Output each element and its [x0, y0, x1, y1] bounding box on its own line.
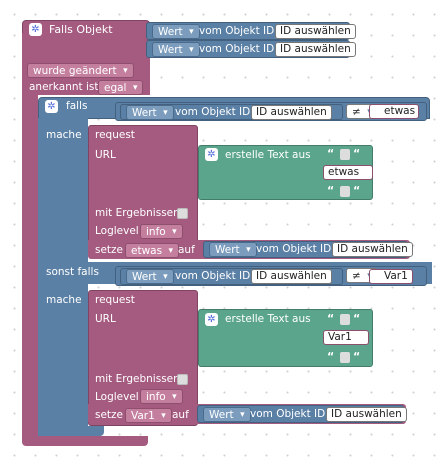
create-text-label: erstelle Text aus — [225, 313, 311, 325]
variable-etwas[interactable]: etwas — [323, 165, 373, 180]
quote-open-icon: “ — [327, 184, 335, 197]
text-input[interactable] — [340, 149, 350, 160]
request-title: request — [95, 294, 135, 306]
url-label: URL — [95, 313, 116, 325]
loglevel-label: Loglevel — [95, 225, 139, 237]
object-id-input[interactable]: Wert vom Objekt ID ID auswählen — [203, 241, 413, 258]
ack-label: anerkannt ist — [29, 81, 99, 93]
url-label: URL — [95, 149, 116, 161]
wert-dropdown[interactable]: Wert — [152, 42, 200, 57]
quote-open-icon: “ — [327, 350, 335, 363]
gear-icon[interactable]: ✲ — [29, 23, 42, 36]
condition-1[interactable]: Wert vom Objekt ID ID auswählen ≠ etwas — [115, 102, 427, 121]
quote-open-icon: “ — [327, 147, 335, 160]
setze-label: setze — [95, 244, 124, 256]
quote-close-icon: “ — [353, 312, 361, 325]
id-select-button[interactable]: ID auswählen — [251, 105, 332, 120]
variable-var1[interactable]: Var1 — [323, 330, 369, 345]
vom-objekt-label: vom Objekt ID — [175, 270, 251, 282]
text-input[interactable] — [340, 314, 350, 325]
variable-dropdown[interactable]: Var1 — [125, 408, 172, 423]
id-select-button[interactable]: ID auswählen — [251, 269, 332, 284]
ack-dropdown[interactable]: egal — [98, 80, 144, 95]
object-id-input[interactable]: Wert vom Objekt ID ID auswählen — [197, 405, 407, 423]
object-id-input[interactable]: Wert vom Objekt ID ID auswählen — [120, 104, 343, 120]
id-select-button[interactable]: ID auswählen — [326, 407, 407, 422]
object-id-input-1[interactable]: Wert vom Objekt ID ID auswählen — [146, 22, 356, 40]
id-select-button[interactable]: ID auswählen — [275, 24, 356, 39]
request-title: request — [95, 129, 135, 141]
wert-dropdown[interactable]: Wert — [126, 105, 174, 120]
object-id-input-2[interactable]: Wert vom Objekt ID ID auswählen — [146, 40, 356, 58]
gear-icon[interactable]: ✲ — [205, 148, 218, 161]
quote-close-icon: “ — [353, 184, 361, 197]
loglevel-label: Loglevel — [95, 391, 139, 403]
wert-dropdown[interactable]: Wert — [152, 24, 200, 39]
vom-objekt-label: vom Objekt ID — [175, 106, 251, 118]
wert-dropdown[interactable]: Wert — [209, 242, 257, 257]
wert-dropdown[interactable]: Wert — [203, 407, 251, 422]
variable-etwas[interactable]: etwas — [369, 104, 419, 119]
falls-label: falls — [66, 100, 88, 112]
text-input[interactable] — [340, 352, 350, 363]
quote-close-icon: “ — [353, 147, 361, 160]
quote-close-icon: “ — [353, 350, 361, 363]
mache-label: mache — [46, 294, 82, 306]
loglevel-dropdown[interactable]: info — [140, 224, 183, 239]
trigger-block-spine — [22, 95, 38, 440]
vom-objekt-label: vom Objekt ID — [250, 408, 326, 420]
auf-label: auf — [178, 244, 195, 256]
with-results-checkbox[interactable] — [177, 208, 188, 219]
with-results-label: mit Ergebnissen — [95, 373, 180, 385]
mache-label: mache — [46, 129, 82, 141]
trigger-title: Falls Objekt — [49, 23, 113, 36]
trigger-dropdown[interactable]: wurde geändert — [27, 63, 134, 78]
variable-var1[interactable]: Var1 — [369, 269, 413, 284]
trigger-block-footer — [22, 436, 148, 446]
object-id-input[interactable]: Wert vom Objekt ID ID auswählen — [120, 268, 343, 285]
loglevel-dropdown[interactable]: info — [140, 389, 183, 404]
id-select-button[interactable]: ID auswählen — [275, 42, 356, 57]
condition-2[interactable]: Wert vom Objekt ID ID auswählen ≠ Var1 — [115, 266, 427, 286]
wert-dropdown[interactable]: Wert — [126, 269, 174, 284]
text-input[interactable] — [340, 186, 350, 197]
sonst-falls-label: sonst falls — [46, 266, 99, 278]
setze-label: setze — [95, 409, 124, 421]
if-block-footer — [38, 426, 104, 436]
vom-objekt-label: vom Objekt ID — [199, 25, 275, 37]
with-results-label: mit Ergebnissen — [95, 207, 180, 219]
auf-label: auf — [172, 409, 189, 421]
gear-icon[interactable]: ✲ — [45, 100, 58, 113]
variable-dropdown[interactable]: etwas — [125, 243, 180, 258]
id-select-button[interactable]: ID auswählen — [332, 242, 413, 257]
quote-open-icon: “ — [327, 312, 335, 325]
with-results-checkbox[interactable] — [177, 374, 188, 385]
create-text-label: erstelle Text aus — [225, 149, 311, 161]
vom-objekt-label: vom Objekt ID — [199, 43, 275, 55]
vom-objekt-label: vom Objekt ID — [256, 243, 332, 255]
gear-icon[interactable]: ✲ — [205, 313, 218, 326]
